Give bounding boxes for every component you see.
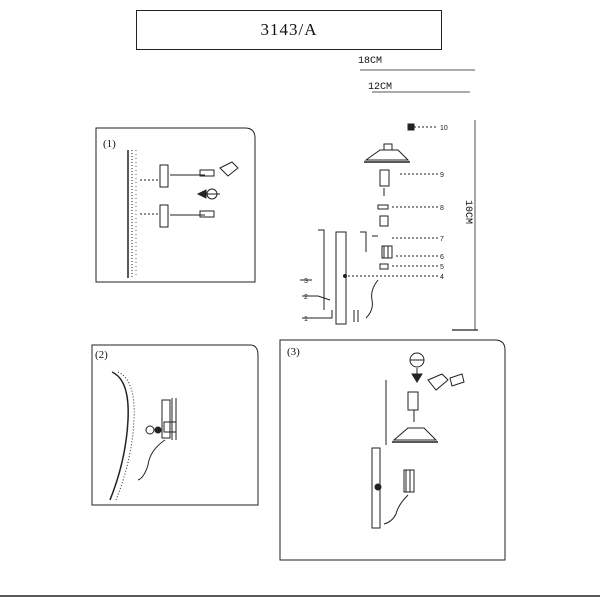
- part-number-3: 3: [304, 278, 308, 285]
- dimension-width-top: 18CM: [358, 56, 383, 67]
- dimension-width-inner: 12CM: [368, 82, 393, 93]
- panel-1-label: (1): [103, 138, 116, 150]
- part-number-2: 2: [304, 294, 308, 301]
- dimension-lines: [360, 69, 478, 331]
- panel-2-label: (2): [95, 349, 108, 361]
- part-number-10: 10: [440, 125, 448, 132]
- panel-3: [279, 339, 506, 561]
- dimension-height: 10CM: [462, 200, 473, 225]
- part-number-1: 1: [304, 316, 308, 323]
- part-number-6: 6: [440, 254, 444, 261]
- exploded-view: [300, 123, 438, 325]
- model-code: 3143/A: [260, 20, 318, 39]
- part-number-8: 8: [440, 205, 444, 212]
- part-number-4: 4: [440, 274, 444, 281]
- panel-2: [91, 344, 259, 506]
- panel-1: [95, 127, 256, 283]
- part-number-7: 7: [440, 236, 444, 243]
- part-numbers: 10 9 8 7 6 5 4 3 2 1: [304, 125, 448, 323]
- part-number-5: 5: [440, 264, 444, 271]
- panel-3-label: (3): [287, 346, 300, 358]
- part-number-9: 9: [440, 172, 444, 179]
- model-title-box: 3143/A: [136, 10, 442, 50]
